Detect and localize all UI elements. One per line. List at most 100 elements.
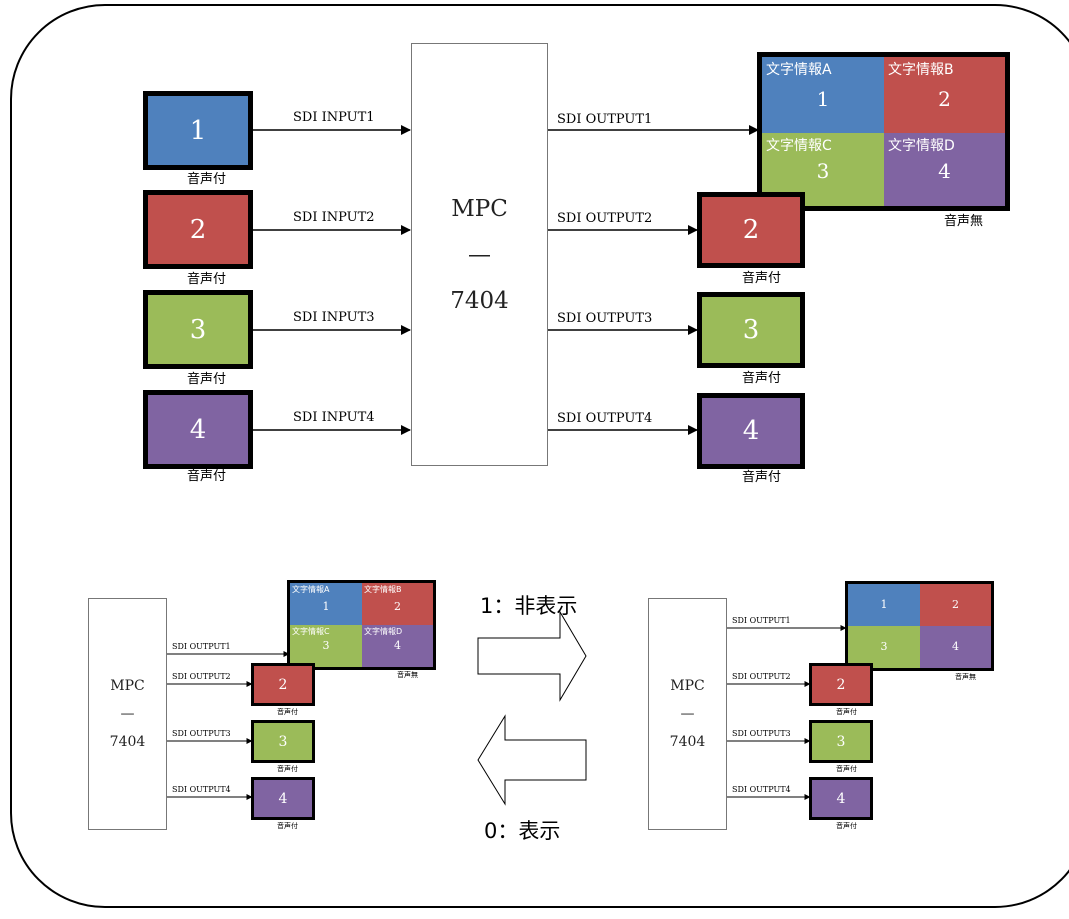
output-monitor-3-number: 3 xyxy=(742,315,760,345)
left-quad-cell-a-text: 文字情報A xyxy=(292,585,330,594)
quad-cell-a: 文字情報A 1 xyxy=(762,57,884,133)
transition-hide-label: 1：非表示 xyxy=(480,594,578,618)
input-monitor-4: 4 xyxy=(143,390,253,469)
input-3-audio: 音声付 xyxy=(187,372,227,387)
right-sdi-output2-label: SDI OUTPUT2 xyxy=(732,672,791,681)
quad-cell-c-text: 文字情報C xyxy=(766,138,832,154)
quad-cell-a-text: 文字情報A xyxy=(766,62,832,78)
left-mpc-device: MPC — 7404 xyxy=(88,598,167,830)
input-monitor-3: 3 xyxy=(143,290,253,369)
left-quad-monitor: 文字情報A 1 文字情報B 2 文字情報C 3 文字情報D 4 xyxy=(287,580,436,670)
left-quad-cell-b-number: 2 xyxy=(394,600,401,613)
left-monitor-2-number: 2 xyxy=(278,676,288,693)
right-quad-cell-c-number: 3 xyxy=(880,640,888,653)
input-1-audio: 音声付 xyxy=(187,172,227,187)
quad-cell-c-number: 3 xyxy=(816,159,830,183)
quad-cell-b-text: 文字情報B xyxy=(888,62,954,78)
left-quad-cell-a-number: 1 xyxy=(322,600,330,613)
output-monitor-4: 4 xyxy=(697,393,805,469)
left-device-line1: MPC xyxy=(110,678,145,694)
right-quad-cell-a-number: 1 xyxy=(880,598,888,611)
sdi-output3-label: SDI OUTPUT3 xyxy=(557,311,653,326)
left-monitor-4-number: 4 xyxy=(278,790,288,807)
left-sdi-output2-label: SDI OUTPUT2 xyxy=(172,672,231,681)
arrow-left-hollow xyxy=(477,714,587,806)
right-sdi-output1-label: SDI OUTPUT1 xyxy=(732,616,791,625)
output-monitor-2-number: 2 xyxy=(742,215,760,245)
left-device-line2: — xyxy=(120,706,135,722)
right-device-line3: 7404 xyxy=(669,734,706,750)
right-monitor-3-number: 3 xyxy=(836,733,846,750)
sdi-input1-label: SDI INPUT1 xyxy=(293,110,375,125)
mpc-7404-device: MPC — 7404 xyxy=(411,43,548,466)
right-quad-cell-b-number: 2 xyxy=(952,598,959,611)
right-quad-cell-c: 3 xyxy=(848,626,920,668)
output-4-audio: 音声付 xyxy=(742,470,782,485)
quad-cell-d: 文字情報D 4 xyxy=(884,133,1005,206)
right-quad-cell-d-number: 4 xyxy=(952,640,959,653)
sdi-output4-label: SDI OUTPUT4 xyxy=(557,411,653,426)
output-3-audio: 音声付 xyxy=(742,371,782,386)
left-monitor-4-audio: 音声付 xyxy=(277,822,298,830)
output-monitor-4-number: 4 xyxy=(742,416,760,446)
output-2-audio: 音声付 xyxy=(742,271,782,286)
right-monitor-3: 3 xyxy=(809,720,873,763)
left-quad-cell-a: 文字情報A 1 xyxy=(290,583,362,625)
left-quad-cell-b-text: 文字情報B xyxy=(364,585,402,594)
left-quad-audio: 音声無 xyxy=(397,671,418,679)
quad-cell-b: 文字情報B 2 xyxy=(884,57,1005,133)
right-quad-monitor: 1 2 3 4 xyxy=(845,581,994,671)
right-quad-audio: 音声無 xyxy=(955,673,976,681)
right-quad-cell-d: 4 xyxy=(920,626,991,668)
quad-cell-d-text: 文字情報D xyxy=(888,138,955,154)
right-monitor-4-audio: 音声付 xyxy=(836,822,857,830)
input-2-audio: 音声付 xyxy=(187,272,227,287)
right-sdi-output4-label: SDI OUTPUT4 xyxy=(732,785,791,794)
left-sdi-output3-label: SDI OUTPUT3 xyxy=(172,729,231,738)
input-monitor-1-number: 1 xyxy=(189,115,207,146)
right-quad-cell-b: 2 xyxy=(920,584,991,626)
left-quad-cell-c: 文字情報C 3 xyxy=(290,625,362,667)
left-monitor-4: 4 xyxy=(251,777,315,820)
input-4-audio: 音声付 xyxy=(187,469,227,484)
left-quad-cell-b: 文字情報B 2 xyxy=(362,583,433,625)
right-mpc-device: MPC — 7404 xyxy=(648,598,727,830)
arrow-right-hollow xyxy=(477,610,587,702)
left-sdi-output4-label: SDI OUTPUT4 xyxy=(172,785,231,794)
sdi-input3-label: SDI INPUT3 xyxy=(293,310,375,325)
quad-audio: 音声無 xyxy=(944,214,984,229)
quad-split-monitor: 文字情報A 1 文字情報B 2 文字情報C 3 文字情報D 4 xyxy=(757,52,1010,211)
right-monitor-4: 4 xyxy=(809,777,873,820)
rounded-frame xyxy=(10,4,1069,908)
left-quad-cell-c-text: 文字情報C xyxy=(292,627,330,636)
input-monitor-4-number: 4 xyxy=(189,414,207,445)
left-monitor-2-audio: 音声付 xyxy=(277,708,298,716)
sdi-input2-label: SDI INPUT2 xyxy=(293,210,375,225)
left-device-line3: 7404 xyxy=(109,734,146,750)
right-monitor-2: 2 xyxy=(809,663,873,706)
quad-cell-d-number: 4 xyxy=(938,159,951,183)
input-monitor-2: 2 xyxy=(143,190,253,269)
right-monitor-2-number: 2 xyxy=(836,676,846,693)
left-monitor-2: 2 xyxy=(251,663,315,706)
right-device-line2: — xyxy=(680,706,695,722)
left-quad-cell-d: 文字情報D 4 xyxy=(362,625,433,667)
right-monitor-2-audio: 音声付 xyxy=(836,708,857,716)
device-model-line2: — xyxy=(468,241,491,268)
left-sdi-output1-label: SDI OUTPUT1 xyxy=(172,642,231,651)
device-model-line3: 7404 xyxy=(450,287,509,314)
input-monitor-3-number: 3 xyxy=(189,314,207,345)
sdi-output2-label: SDI OUTPUT2 xyxy=(557,211,653,226)
left-quad-cell-d-number: 4 xyxy=(394,639,401,652)
quad-cell-a-number: 1 xyxy=(816,87,830,111)
sdi-output1-label: SDI OUTPUT1 xyxy=(557,112,653,127)
right-monitor-3-audio: 音声付 xyxy=(836,765,857,773)
left-quad-cell-d-text: 文字情報D xyxy=(364,627,403,636)
left-monitor-3: 3 xyxy=(251,720,315,763)
sdi-input4-label: SDI INPUT4 xyxy=(293,410,375,425)
input-monitor-2-number: 2 xyxy=(189,214,207,245)
output-monitor-2: 2 xyxy=(697,192,805,268)
transition-show-label: 0：表示 xyxy=(484,819,561,843)
